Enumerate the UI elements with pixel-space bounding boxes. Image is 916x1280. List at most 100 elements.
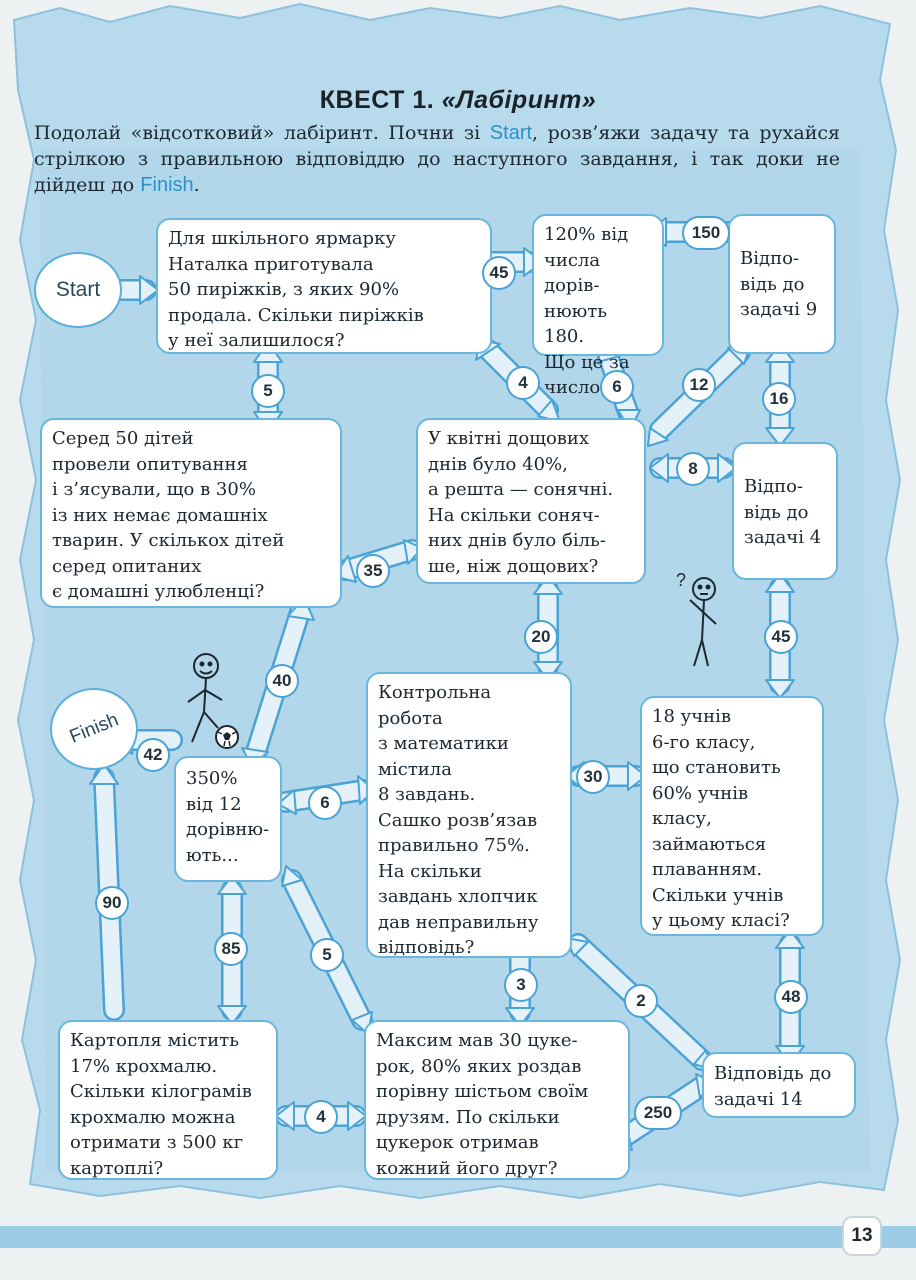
answer-arrow-85[interactable]: 85 (214, 932, 248, 966)
box-line: Серед 50 дітей (52, 428, 194, 449)
box-line: Сашко розв’язав (378, 809, 538, 831)
task-box-candies[interactable]: Максим мав 30 цуке- рок, 80% яких роздав… (364, 1020, 630, 1180)
answer-arrow-250[interactable]: 250 (634, 1096, 682, 1130)
box-line: є домашні улюбленці? (52, 581, 265, 602)
answer-arrow-3[interactable]: 3 (504, 968, 538, 1002)
box-line: На скільки (378, 860, 482, 882)
box-line: 8 завдань. (378, 784, 476, 805)
quest-instructions: Подолай «відсотковий» лабіринт. Почни зі… (34, 120, 840, 198)
box-line: дорівню- (186, 819, 270, 840)
box-line: від 12 (186, 793, 242, 815)
intro-finish-word: Finish (140, 174, 194, 196)
finish-node[interactable]: Finish (50, 688, 138, 770)
answer-arrow-45-top[interactable]: 45 (482, 256, 516, 290)
box-line: серед опитаних (52, 555, 202, 577)
task-box-rainy-days[interactable]: У квітні дощових днів було 40%, а решта … (416, 418, 646, 584)
box-line: крохмалю можна (70, 1106, 236, 1128)
answer-arrow-6-mid[interactable]: 6 (308, 786, 342, 820)
box-line: завдань хлопчик (378, 886, 538, 907)
box-line: нюють 180. (544, 300, 608, 348)
box-line: Наталка приготувала (168, 253, 374, 275)
box-line: На скільки соняч- (428, 504, 600, 526)
box-line: число? (544, 377, 610, 398)
box-line: правильно 75%. (378, 835, 530, 856)
box-line: цукерок отримав (376, 1132, 539, 1153)
box-line: Скільки учнів (652, 884, 784, 906)
answer-arrow-4[interactable]: 4 (506, 366, 540, 400)
box-line: класу, (652, 808, 712, 829)
box-line: відь до (744, 501, 809, 523)
box-line: займаються (652, 833, 767, 855)
box-line: задачі 14 (714, 1088, 803, 1110)
box-line: рок, 80% яких роздав (376, 1055, 582, 1077)
box-line: і з’ясували, що в 30% (52, 479, 256, 500)
answer-arrow-35[interactable]: 35 (356, 554, 390, 588)
task-box-potato[interactable]: Картопля містить 17% крохмалю. Скільки к… (58, 1020, 278, 1180)
answer-arrow-40[interactable]: 40 (265, 664, 299, 698)
answer-arrow-30[interactable]: 30 (576, 760, 610, 794)
box-line: тварин. У скількох дітей (52, 530, 285, 551)
task-box-swimming[interactable]: 18 учнів 6-го класу, що становить 60% уч… (640, 696, 824, 936)
answer-box-task-14[interactable]: Відповідь до задачі 14 (702, 1052, 856, 1118)
box-line: задачі 4 (744, 527, 822, 548)
task-box-survey[interactable]: Серед 50 дітей провели опитування і з’яс… (40, 418, 342, 608)
answer-arrow-20[interactable]: 20 (524, 620, 558, 654)
box-line: що становить (652, 757, 781, 778)
box-line: картоплі? (70, 1157, 164, 1179)
start-label: Start (55, 278, 101, 301)
box-line: кожний його друг? (376, 1157, 558, 1179)
box-line: днів було 40%, (428, 453, 568, 475)
finish-label: Finish (66, 709, 122, 748)
box-line: 18 учнів (652, 706, 732, 727)
intro-text-1: Подолай «відсотковий» лабіринт. Почни зі (34, 122, 481, 144)
box-line: із них немає домашніх (52, 504, 268, 526)
box-line: Контрольна (378, 682, 492, 703)
box-line: містила (378, 758, 452, 780)
intro-start-word: Start (489, 122, 533, 144)
task-box-test[interactable]: Контрольна робота з математики містила 8… (366, 672, 572, 958)
box-line: провели опитування (52, 453, 248, 475)
intro-text-2: , розв’яжи задачу та рухайся стрілкою з … (34, 122, 840, 196)
box-line: у неї залишилося? (168, 330, 345, 351)
quest-title: КВЕСТ 1. «Лабіринт» (0, 86, 916, 115)
box-line: з математики (378, 733, 509, 754)
quest-title-sub: «Лабіринт» (441, 86, 597, 114)
box-line: числа дорів- (544, 249, 601, 297)
start-node[interactable]: Start (34, 252, 122, 328)
box-line: Відпо- (740, 248, 799, 269)
box-line: них днів було біль- (428, 530, 606, 551)
box-line: а решта — сонячні. (428, 479, 614, 500)
answer-arrow-16[interactable]: 16 (762, 382, 796, 416)
box-line: Скільки кілограмів (70, 1081, 252, 1102)
box-line: Що це за (544, 351, 630, 373)
answer-arrow-90[interactable]: 90 (95, 886, 129, 920)
box-line: У квітні дощових (428, 428, 590, 449)
task-box-350-percent[interactable]: 350% від 12 дорівню- ють... (174, 756, 282, 882)
answer-arrow-8[interactable]: 8 (676, 452, 710, 486)
answer-arrow-150[interactable]: 150 (682, 216, 730, 250)
answer-box-task-9[interactable]: Відпо- відь до задачі 9 (728, 214, 836, 354)
box-line: продала. Скільки пиріжків (168, 304, 424, 326)
answer-arrow-5-top[interactable]: 5 (251, 374, 285, 408)
box-line: Відпо- (744, 476, 803, 497)
answer-arrow-48[interactable]: 48 (774, 980, 808, 1014)
answer-arrow-12[interactable]: 12 (682, 368, 716, 402)
task-box-120-percent[interactable]: 120% від числа дорів- нюють 180. Що це з… (532, 214, 664, 398)
box-line: відповідь? (378, 937, 475, 958)
box-line: дав неправильну (378, 911, 539, 933)
box-line: робота (378, 707, 443, 729)
page-number: 13 (842, 1216, 882, 1256)
answer-box-task-4[interactable]: Відпо- відь до задачі 4 (732, 442, 838, 580)
box-line: друзям. По скільки (376, 1106, 560, 1128)
box-line: плаванням. (652, 859, 763, 880)
answer-arrow-42[interactable]: 42 (136, 738, 170, 772)
answer-arrow-5-bottom[interactable]: 5 (310, 938, 344, 972)
answer-arrow-2[interactable]: 2 (624, 984, 658, 1018)
box-line: ше, ніж дощових? (428, 555, 599, 577)
box-line: 60% учнів (652, 782, 749, 804)
answer-arrow-45-right[interactable]: 45 (764, 620, 798, 654)
answer-arrow-6-top[interactable]: 6 (600, 370, 634, 404)
box-line: 350% (186, 768, 238, 789)
task-box-pies[interactable]: Для шкільного ярмарку Наталка приготувал… (156, 218, 492, 354)
answer-arrow-4-bottom[interactable]: 4 (304, 1100, 338, 1134)
